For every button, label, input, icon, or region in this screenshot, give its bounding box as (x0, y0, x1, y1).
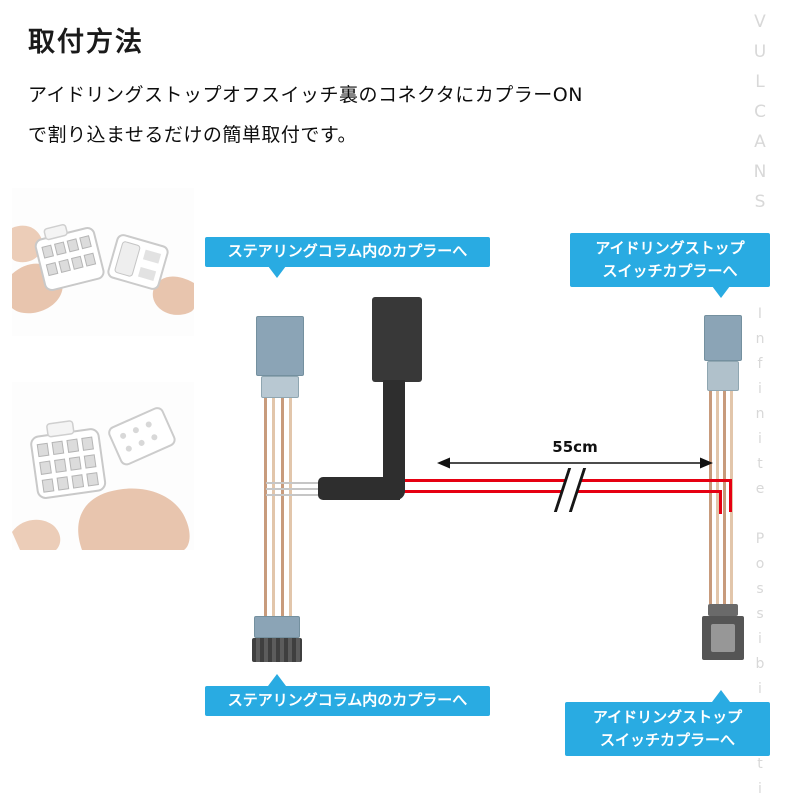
label-steering-column-coupler-top: ステアリングコラム内のカプラーへ (205, 237, 490, 267)
coupler-top-left-body (256, 316, 304, 376)
label-pointer-down-icon (712, 286, 730, 298)
label-text: ステアリングコラム内のカプラーへ (227, 691, 468, 710)
description-line-2: で割り込ませるだけの簡単取付です。 (28, 124, 358, 146)
coupler-photo-bottom (12, 382, 194, 550)
label-pointer-down-icon (268, 266, 286, 278)
description-line-1: アイドリングストップオフスイッチ裏のコネクタにカプラーON (28, 84, 583, 106)
white-coupler-side-illustration (107, 234, 169, 290)
white-coupler-front-illustration (30, 420, 107, 499)
hand-illustration (12, 519, 61, 550)
harness-wire (709, 391, 712, 604)
signal-wire (266, 494, 320, 496)
wire-break-icon (552, 468, 588, 512)
hand-illustration (152, 276, 194, 315)
harness-wire (723, 391, 726, 604)
page-title: 取付方法 (28, 27, 144, 58)
harness-wire (281, 398, 284, 616)
arrowhead-left-icon (437, 457, 450, 469)
dimension-label: 55cm (552, 438, 597, 456)
coupler-photo-top (12, 188, 194, 336)
coupler-bottom-right-tab (708, 604, 738, 616)
brand-watermark: VULCANS Infinite Possibilities (750, 12, 770, 800)
watermark-brand-text: VULCANS (750, 12, 770, 222)
coupler-top-right-body (704, 315, 742, 361)
hand-illustration (78, 488, 190, 550)
coupler-bottom-left-base (254, 616, 300, 638)
coupler-top-right-base (707, 361, 739, 391)
harness-wire (272, 398, 275, 616)
label-text: スイッチカプラーへ (602, 262, 738, 280)
label-steering-column-coupler-bottom: ステアリングコラム内のカプラーへ (205, 686, 490, 716)
label-pointer-up-icon (712, 690, 730, 702)
label-text: ステアリングコラム内のカプラーへ (227, 242, 468, 261)
white-coupler-pin-illustration (108, 407, 176, 466)
harness-wire (716, 391, 719, 604)
label-text: アイドリングストップ (595, 238, 745, 257)
label-pointer-up-icon (268, 674, 286, 686)
unit-cable-vertical (383, 380, 405, 500)
red-wire (729, 479, 732, 512)
coupler-bottom-left-body (252, 638, 302, 662)
harness-wire (289, 398, 292, 616)
control-unit-box (372, 297, 422, 382)
unit-cable-elbow (318, 477, 400, 500)
signal-wire (266, 488, 320, 490)
harness-wire (264, 398, 267, 616)
arrowhead-right-icon (700, 457, 713, 469)
label-idling-stop-coupler-bottom: アイドリングストップ スイッチカプラーへ (565, 702, 770, 756)
white-coupler-front-illustration (34, 223, 105, 292)
signal-wire (266, 482, 320, 484)
label-text: スイッチカプラーへ (599, 731, 735, 749)
red-wire (719, 490, 722, 514)
label-text: アイドリングストップ (592, 707, 743, 726)
dimension-arrow: 55cm (437, 438, 713, 469)
coupler-bottom-right-inner (711, 624, 735, 652)
hand-illustration (12, 225, 43, 263)
coupler-top-left-base (261, 376, 299, 398)
label-idling-stop-coupler-top: アイドリングストップ スイッチカプラーへ (570, 233, 770, 287)
watermark-tagline-text: Infinite Possibilities (752, 306, 768, 800)
